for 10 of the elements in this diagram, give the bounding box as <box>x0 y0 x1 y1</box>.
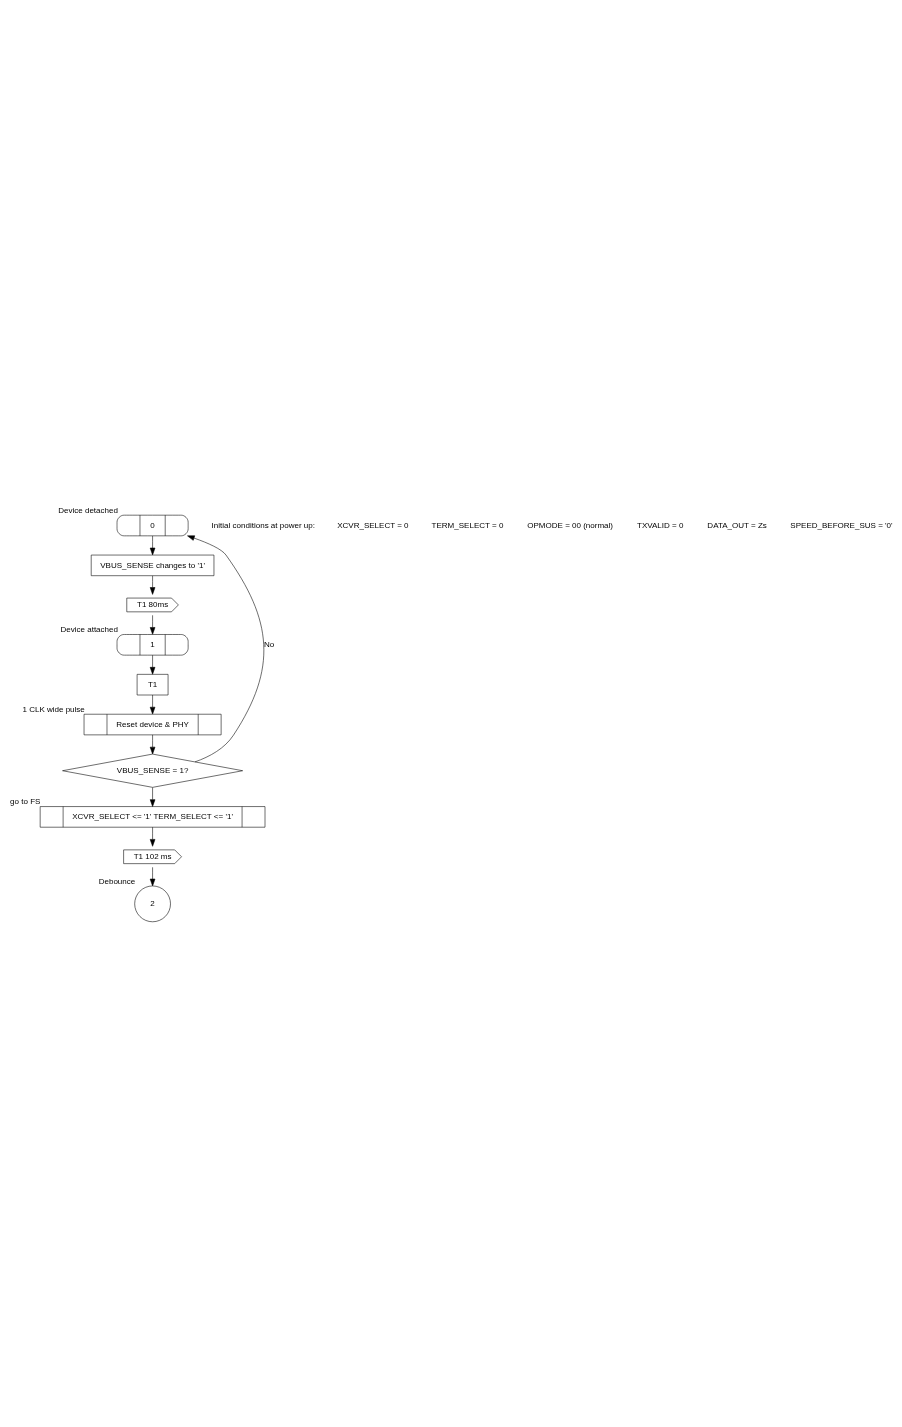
arrow <box>149 826 156 847</box>
arrow <box>187 535 264 762</box>
arrow <box>149 535 156 555</box>
arrow <box>149 694 156 714</box>
arrow <box>149 614 156 635</box>
arrow <box>149 786 156 807</box>
arrow <box>149 575 156 595</box>
arrow <box>149 654 156 674</box>
arrow <box>149 866 156 886</box>
arrow <box>149 734 156 754</box>
